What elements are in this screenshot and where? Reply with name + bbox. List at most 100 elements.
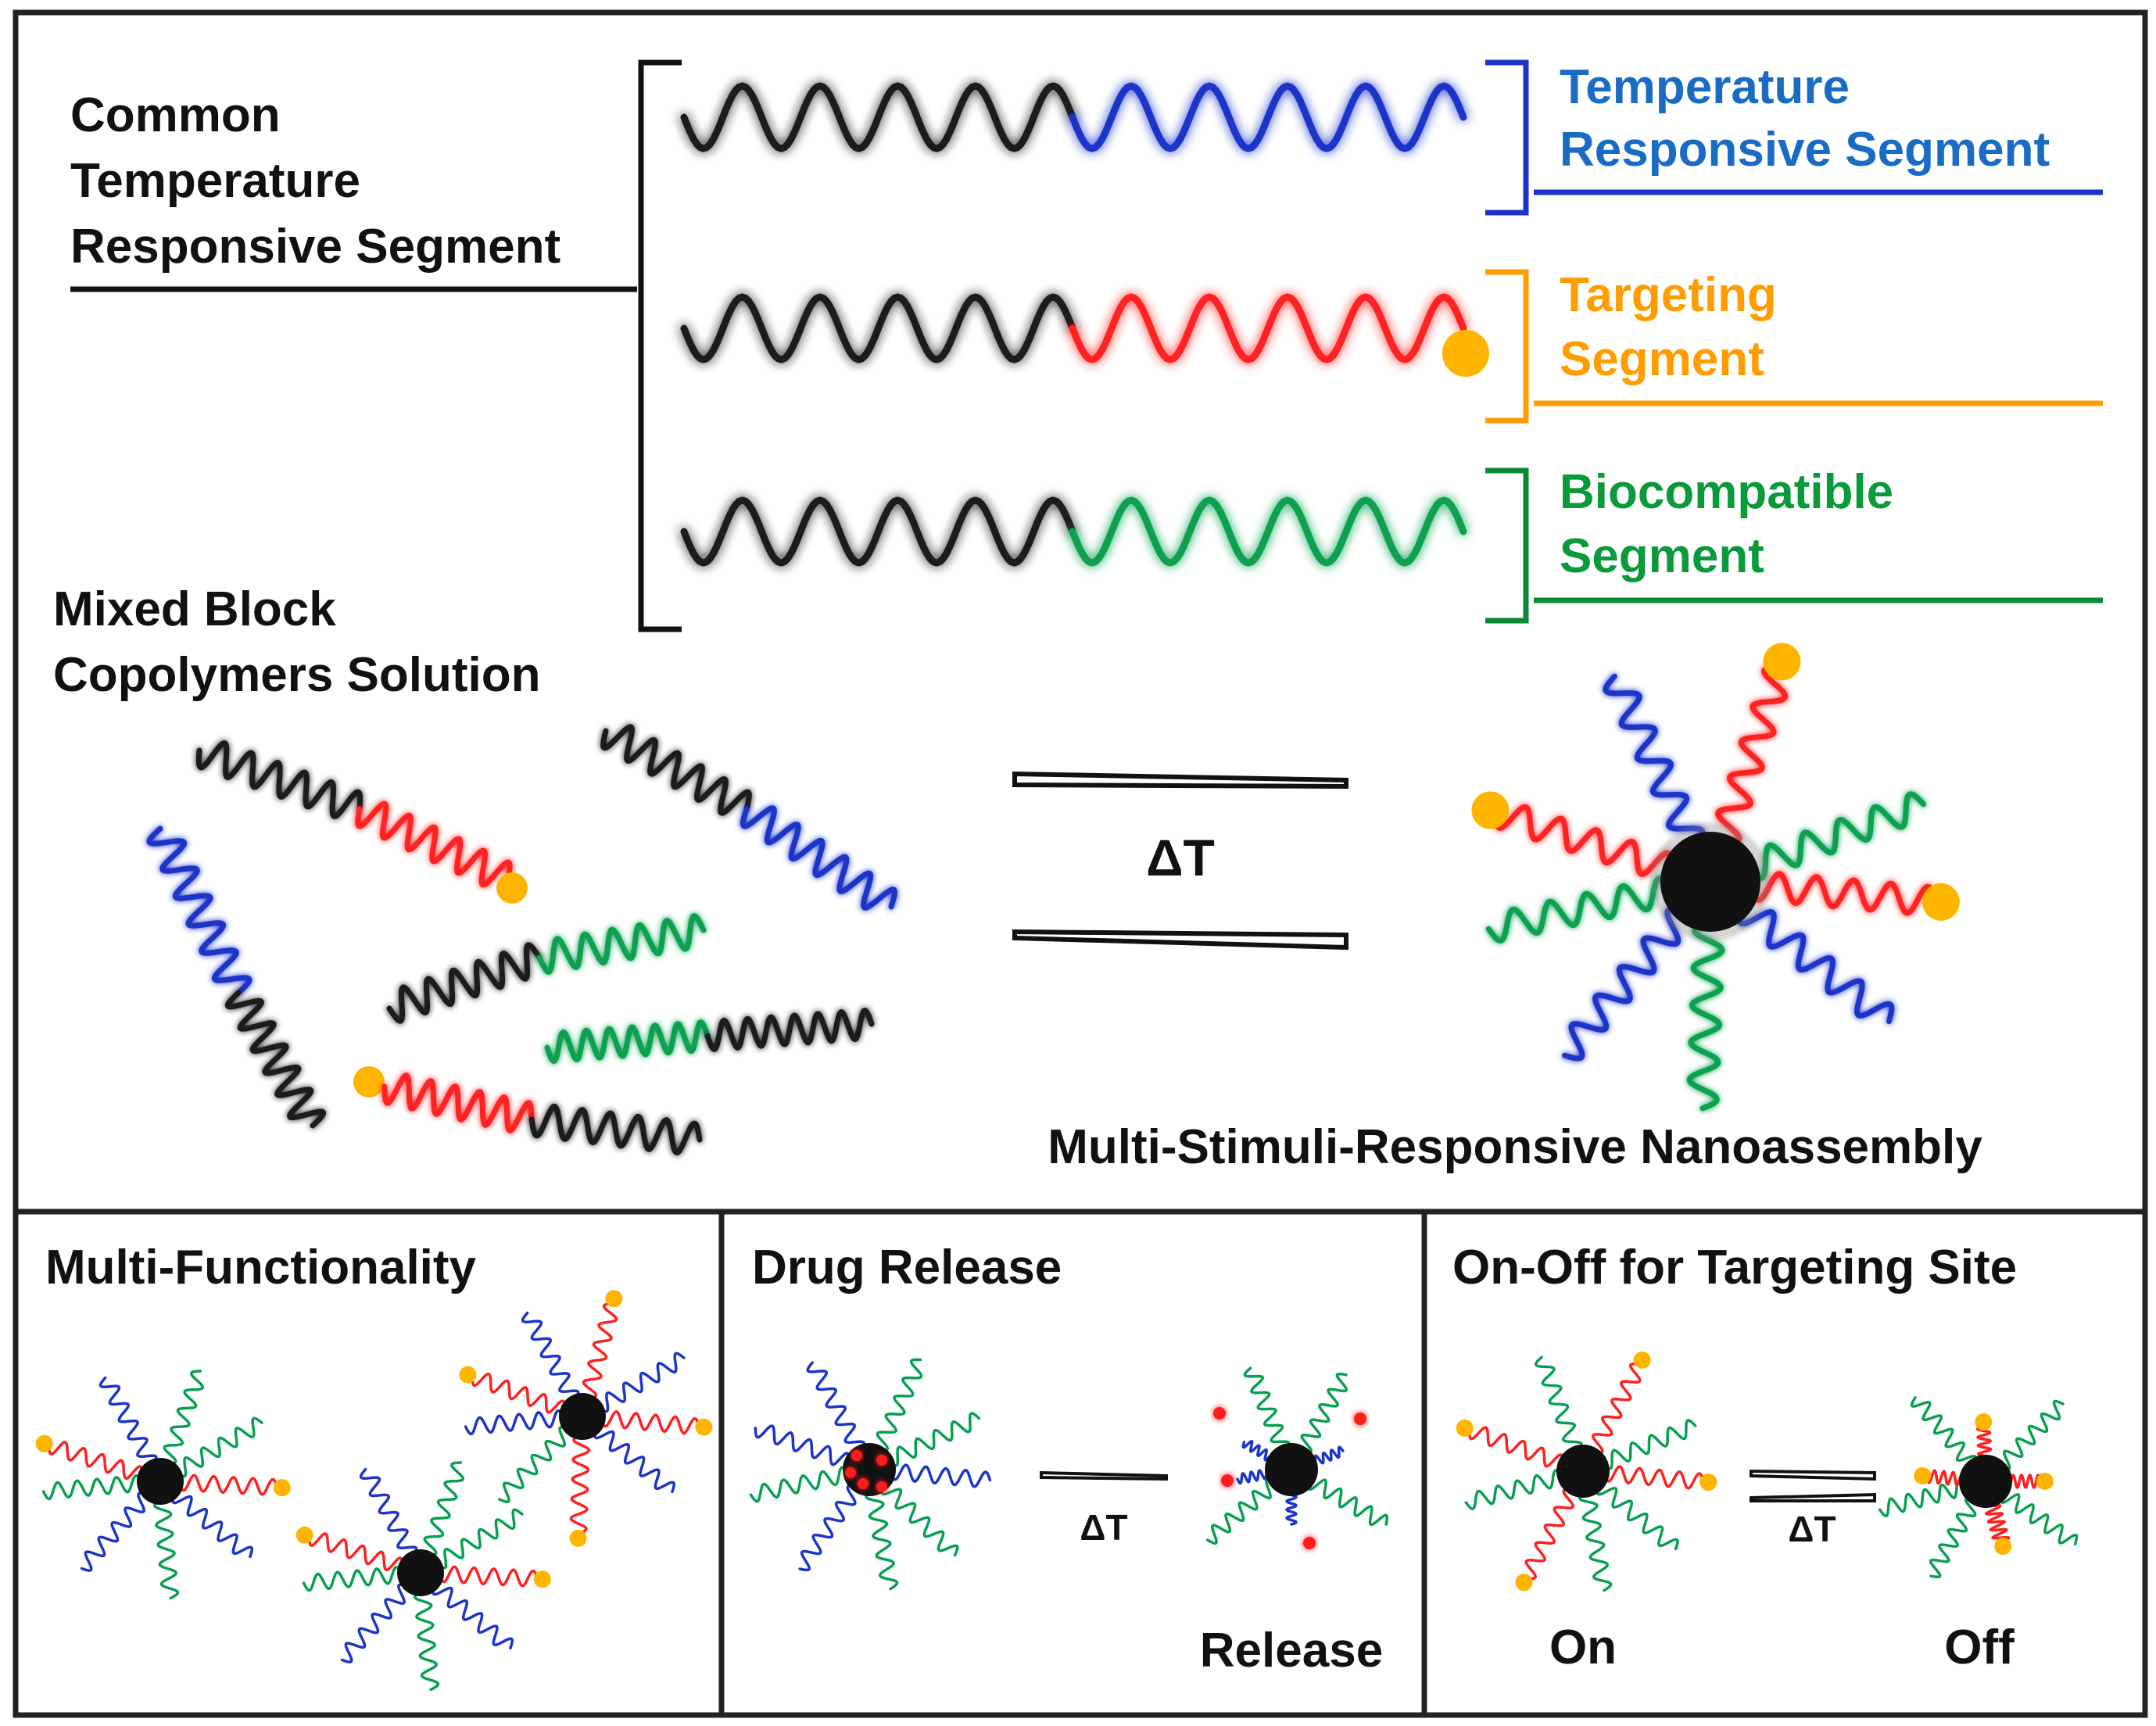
targeting-arm	[47, 1441, 144, 1481]
targeting-arm	[582, 1302, 618, 1400]
targeting-ligand-dot	[1914, 1466, 1932, 1484]
on-off-title: On-Off for Targeting Site	[1452, 1241, 2017, 1294]
biocompatible-bracket	[1485, 467, 1529, 624]
targeting-ligand-dot	[695, 1418, 713, 1436]
biocompatible-arm	[41, 1474, 143, 1501]
mixed-solution-label: Mixed Block Copolymers Solution	[53, 582, 540, 702]
nanoassembly	[459, 1290, 713, 1547]
nanoassembly	[35, 1370, 291, 1600]
targeting-arm	[307, 1532, 404, 1572]
on-off-assemblies	[1456, 1351, 2079, 1592]
released-drug-dot	[1303, 1537, 1316, 1549]
nanoassembly	[1471, 643, 1960, 1112]
mixed-label-line-2: Copolymers Solution	[53, 648, 540, 702]
biocompatible-arm	[1878, 1479, 1967, 1518]
free-common-chain	[224, 990, 327, 1129]
biocompatible-arm	[163, 1370, 205, 1466]
multi-stimuli-nanoassembly	[1471, 643, 1960, 1112]
biocompatible-arm	[498, 1426, 571, 1503]
free-common-chain	[704, 1008, 875, 1052]
targeting-arm	[471, 1372, 567, 1414]
free-common-chain	[386, 942, 543, 1024]
targeting-arm	[1467, 1426, 1565, 1468]
outer-frame	[13, 9, 2148, 1718]
temperature-arm	[798, 1484, 859, 1572]
targeting-ligand-dot	[35, 1434, 53, 1452]
biocompatible-arm	[1686, 919, 1725, 1112]
targeting-arm	[1715, 663, 1789, 847]
common-segment-label: Common Temperature Responsive Segment	[70, 88, 560, 274]
temperature-arm	[521, 1311, 580, 1402]
targeting-ligand-dot	[1763, 643, 1801, 681]
biocompatible-arm	[1910, 1396, 1977, 1466]
free-copolymer-chains	[146, 724, 898, 1156]
micelle-core	[559, 1393, 606, 1440]
common-label-line-2: Temperature	[70, 154, 360, 208]
biocompatible-arm	[1464, 1469, 1564, 1510]
targeting-arm	[1492, 804, 1675, 877]
released-drug-dot	[1221, 1474, 1234, 1487]
drug-release-delta-t: ΔT	[1080, 1507, 1127, 1548]
on-label: On	[1549, 1620, 1617, 1674]
drug-release-arrow-line	[1040, 1470, 1168, 1481]
temperature-label-line-2: Responsive Segment	[1560, 123, 2050, 177]
temperature-arm	[1236, 1467, 1272, 1485]
biocompatible-arm	[1206, 1478, 1277, 1545]
targeting-label-line-2: Segment	[1560, 332, 1764, 386]
delta-t-label: ΔT	[1146, 829, 1215, 886]
biocompatible-arm	[1534, 1355, 1583, 1453]
targeting-ligand-dot	[295, 1526, 313, 1544]
temperature-arm	[1309, 1445, 1345, 1468]
on-off-arrow: ΔT	[1750, 1469, 1876, 1549]
micelle-core	[397, 1549, 444, 1596]
free-ligand-dot	[496, 872, 528, 904]
targeting-ligand-dot	[605, 1290, 623, 1308]
common-label-line-3: Responsive Segment	[70, 220, 560, 274]
targeting-ligand-dot	[1515, 1574, 1533, 1592]
biocompatible-label-line-2: Segment	[1560, 529, 1764, 583]
targeting-arm	[1591, 1362, 1642, 1455]
biocompatible-arm	[1300, 1372, 1348, 1454]
nanoassembly-label: Multi-Stimuli-Responsive Nanoassembly	[1048, 1120, 1982, 1174]
free-targeting-chain	[381, 1072, 535, 1133]
on-off-arrow-forward	[1750, 1469, 1876, 1481]
biocompatible-block-chain	[1069, 496, 1467, 567]
drug-release-arrow: ΔT	[1040, 1470, 1168, 1548]
targeting-ligand-dot	[1975, 1413, 1993, 1431]
micelle-core	[1265, 1443, 1318, 1496]
segment-chains	[680, 82, 1489, 567]
targeting-ligand-dot	[459, 1366, 477, 1384]
targeting-arm	[177, 1474, 279, 1496]
targeting-ligand-dot	[1456, 1419, 1474, 1437]
free-temperature-chain	[740, 805, 898, 911]
biocompatible-arm	[1307, 1478, 1389, 1527]
targeting-arm	[1975, 1425, 1993, 1462]
biocompatible-arm	[2000, 1491, 2079, 1546]
targeting-ligand-dot	[1471, 791, 1510, 829]
micelle-core	[1660, 832, 1760, 932]
biocompatible-arm	[1999, 1399, 2065, 1471]
biocompatible-arm	[880, 1483, 959, 1557]
biocompatible-arm	[1578, 1491, 1613, 1592]
temperature-arm	[754, 1424, 851, 1466]
targeting-ligand-dot	[1921, 883, 1960, 921]
targeting-arm	[2005, 1474, 2042, 1489]
biocompatible-arm	[302, 1565, 403, 1592]
common-label-line-1: Common	[70, 88, 281, 142]
temperature-arm	[593, 1427, 676, 1494]
biocompatible-arm	[1745, 791, 1926, 881]
temperature-arm	[98, 1376, 158, 1466]
encapsulated-drug-dot	[851, 1450, 862, 1461]
biocompatible-arm	[865, 1489, 899, 1591]
encapsulated-drug-dot	[858, 1478, 868, 1489]
encapsulated-drug-dot	[876, 1481, 887, 1492]
encapsulated-drug-dot	[876, 1455, 887, 1466]
targeting-ligand-dot	[1994, 1538, 2012, 1556]
temperature-arm	[432, 1583, 514, 1650]
on-off-delta-t: ΔT	[1788, 1509, 1835, 1549]
equilibrium-arrow-forward	[1012, 771, 1348, 790]
targeting-arm	[1747, 871, 1939, 916]
biocompatible-arm	[413, 1590, 440, 1692]
targeting-ligand-dot	[1699, 1474, 1717, 1491]
targeting-bracket	[1485, 269, 1529, 424]
